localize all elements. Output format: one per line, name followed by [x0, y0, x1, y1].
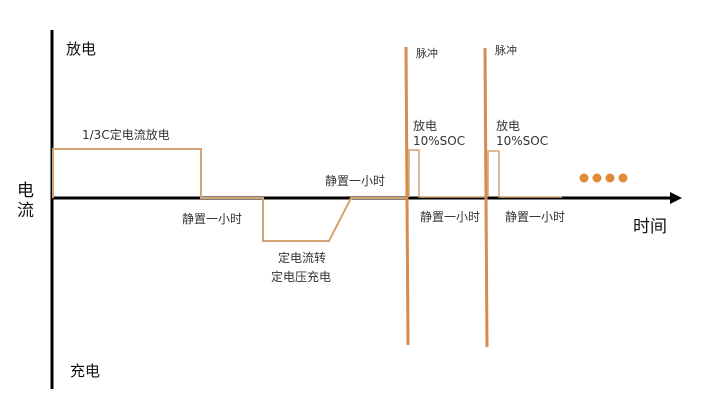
rest-label-4: 静置一小时: [505, 210, 566, 224]
soc-label-1: 10%SOC: [413, 134, 466, 148]
continuation-dot: [605, 173, 615, 183]
discharge-step-2: [487, 150, 562, 198]
soc-label-2: 10%SOC: [496, 134, 549, 148]
pulse-1: [404, 46, 410, 346]
discharge-label-1: 放电: [413, 119, 438, 133]
continuation-dot: [592, 173, 602, 183]
cccv-label-line2: 定电压充电: [271, 270, 332, 284]
cccv-label-line1: 定电流转: [278, 251, 327, 265]
rest-label-1: 静置一小时: [182, 212, 243, 226]
x-axis-arrow: [670, 192, 682, 204]
current-curve: [52, 148, 407, 242]
cc-discharge-label: 1/3C定电流放电: [82, 128, 170, 142]
rest-label-2: 静置一小时: [325, 174, 386, 188]
x-axis-label: 时间: [633, 217, 667, 237]
y-axis-label: 电流: [17, 181, 34, 221]
discharge-step-1: [408, 149, 486, 198]
y-top-label: 放电: [66, 40, 97, 58]
discharge-label-2: 放电: [496, 119, 521, 133]
continuation-dot: [579, 173, 589, 183]
pulse-2: [483, 47, 489, 348]
rest-label-3: 静置一小时: [420, 210, 481, 224]
pulse-label-1: 脉冲: [416, 47, 438, 60]
y-bottom-label: 充电: [70, 362, 101, 380]
pulse-label-2: 脉冲: [495, 44, 517, 57]
continuation-dot: [618, 173, 628, 183]
